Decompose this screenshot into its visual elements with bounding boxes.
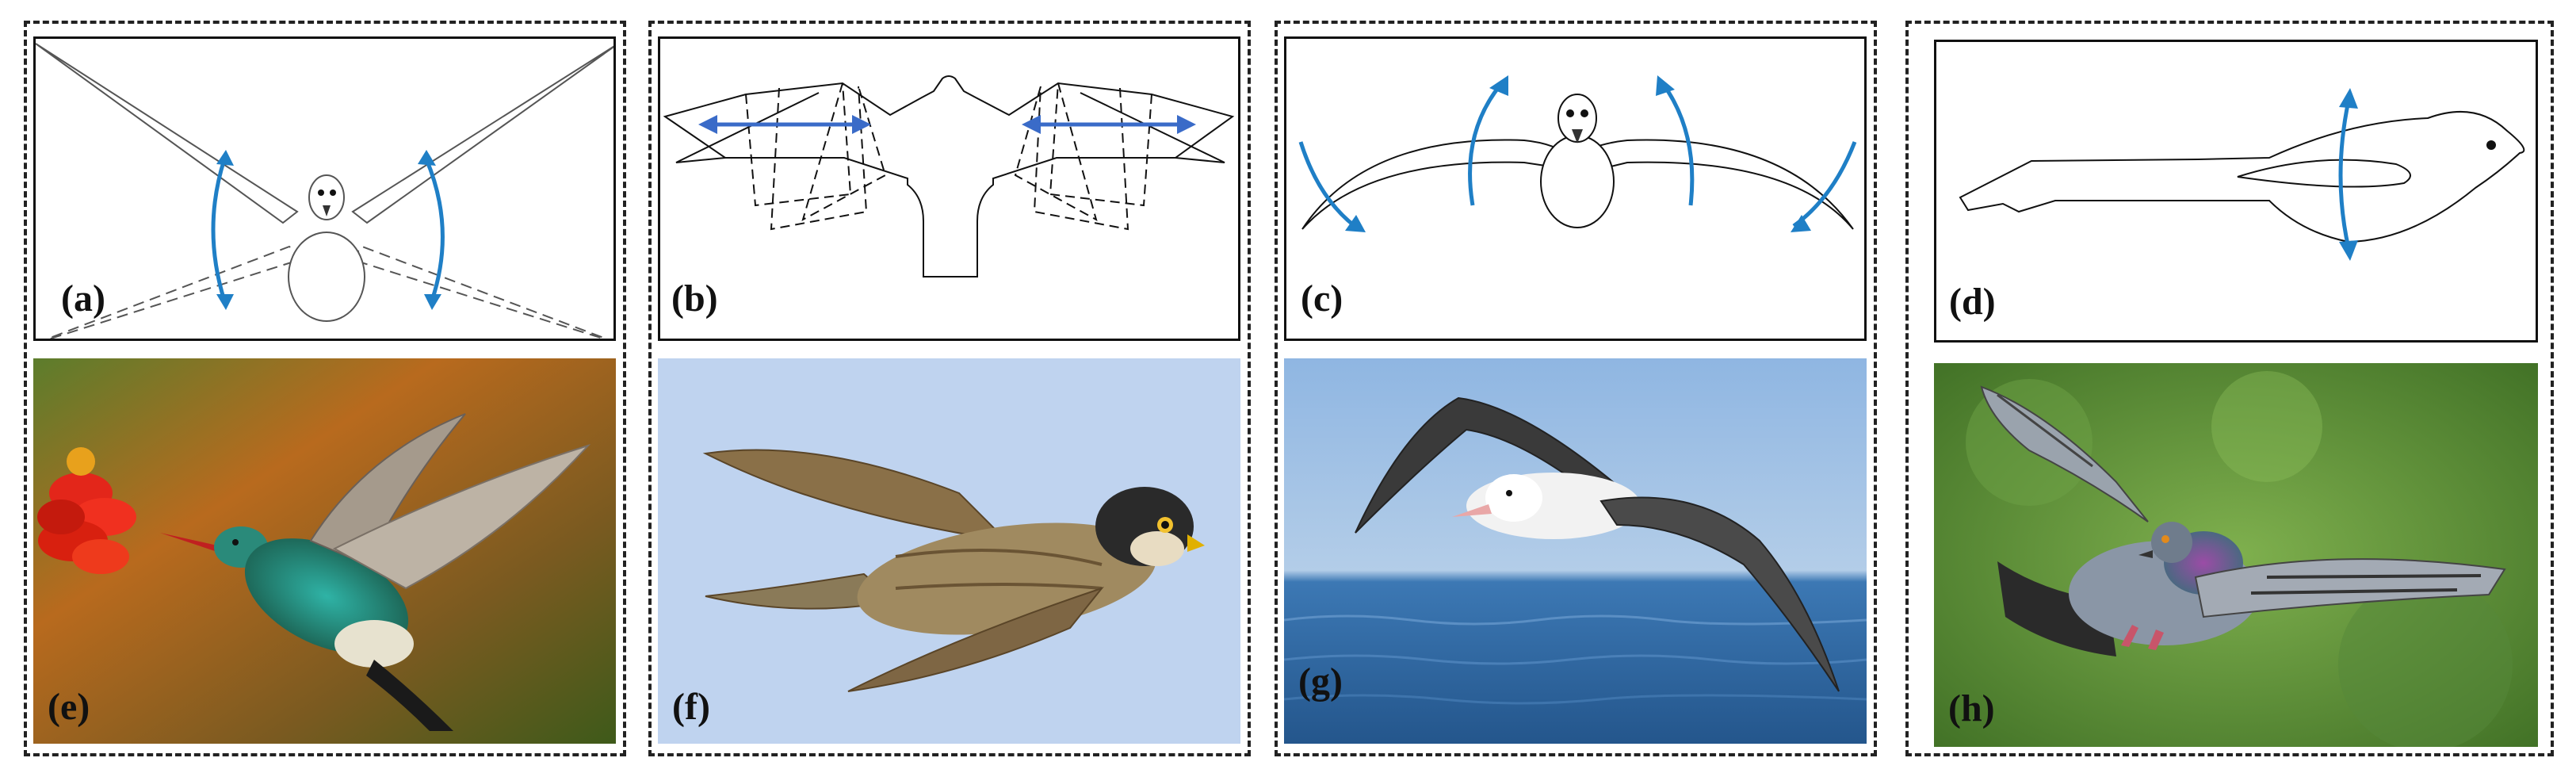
group-b-f — [648, 21, 1251, 756]
panel-label-h: (h) — [1948, 687, 1995, 729]
panel-a-wing-sweep-diagram: (a) — [33, 36, 616, 341]
panel-h-pigeon-photo: (h) — [1934, 363, 2538, 747]
panel-e-hummingbird-photo: (e) — [33, 358, 616, 744]
panel-label-e: (e) — [48, 686, 90, 728]
hummingbird-photo-illustration — [33, 358, 616, 744]
panel-label-f: (f) — [672, 686, 710, 728]
panel-b-wing-fold-diagram: (b) — [658, 36, 1240, 341]
panel-label-b: (b) — [671, 278, 718, 320]
panel-label-d: (d) — [1949, 281, 1996, 323]
hummingbird-flapping-sketch — [36, 43, 613, 339]
falcon-wing-folding-sketch — [663, 75, 1235, 278]
panel-label-a: (a) — [61, 278, 105, 320]
group-a-e — [24, 21, 626, 756]
panel-label-g: (g) — [1298, 660, 1343, 702]
panel-f-falcon-photo: (f) — [658, 358, 1240, 744]
pigeon-wing-pitch-sketch — [1959, 88, 2525, 261]
panel-g-albatross-photo: (g) — [1284, 358, 1867, 744]
albatross-photo-illustration — [1284, 358, 1867, 744]
pigeon-photo-illustration — [1934, 363, 2538, 747]
falcon-photo-illustration — [658, 358, 1240, 744]
albatross-wing-twist-sketch — [1298, 75, 1857, 232]
panel-label-c: (c) — [1301, 278, 1343, 320]
group-c-g — [1275, 21, 1877, 756]
panel-d-wing-pitch-diagram: (d) — [1934, 40, 2538, 343]
group-d-h — [1905, 21, 2554, 756]
panel-c-wing-twist-diagram: (c) — [1284, 36, 1867, 341]
